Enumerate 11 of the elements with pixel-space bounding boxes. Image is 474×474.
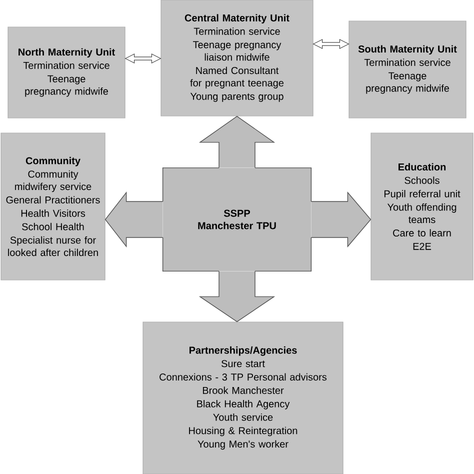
block-arrow [198, 270, 276, 322]
service-box: Education Schools Pupil referral unit Youth offending teams Care to learn E2E [370, 132, 474, 280]
block-arrow [310, 192, 372, 248]
maternity-unit-box: Central Maternity Unit Termination service Teenage pregnancy liaison midwife Named Consultant for pregnant teenage Young parents group [160, 0, 314, 116]
maternity-unit-box: South Maternity Unit Termination service Teenage pregnancy midwife [348, 20, 466, 118]
service-box: Partnerships/Agencies Sure start Connexions - 3 TP Personal advisors Brook Manchester Black Health Agency Youth service Housing & Reintegration Young Men's worker [142, 322, 344, 474]
block-arrow [104, 191, 164, 248]
maternity-unit-box: North Maternity Unit Termination service Teenage pregnancy midwife [8, 26, 126, 118]
hub-panel: SSPP Manchester TPU [162, 167, 312, 272]
service-box: Community Community midwifery service General Practitioners Health Visitors School Health Specialist nurse for looked after children [0, 132, 106, 280]
block-arrow [198, 116, 276, 168]
